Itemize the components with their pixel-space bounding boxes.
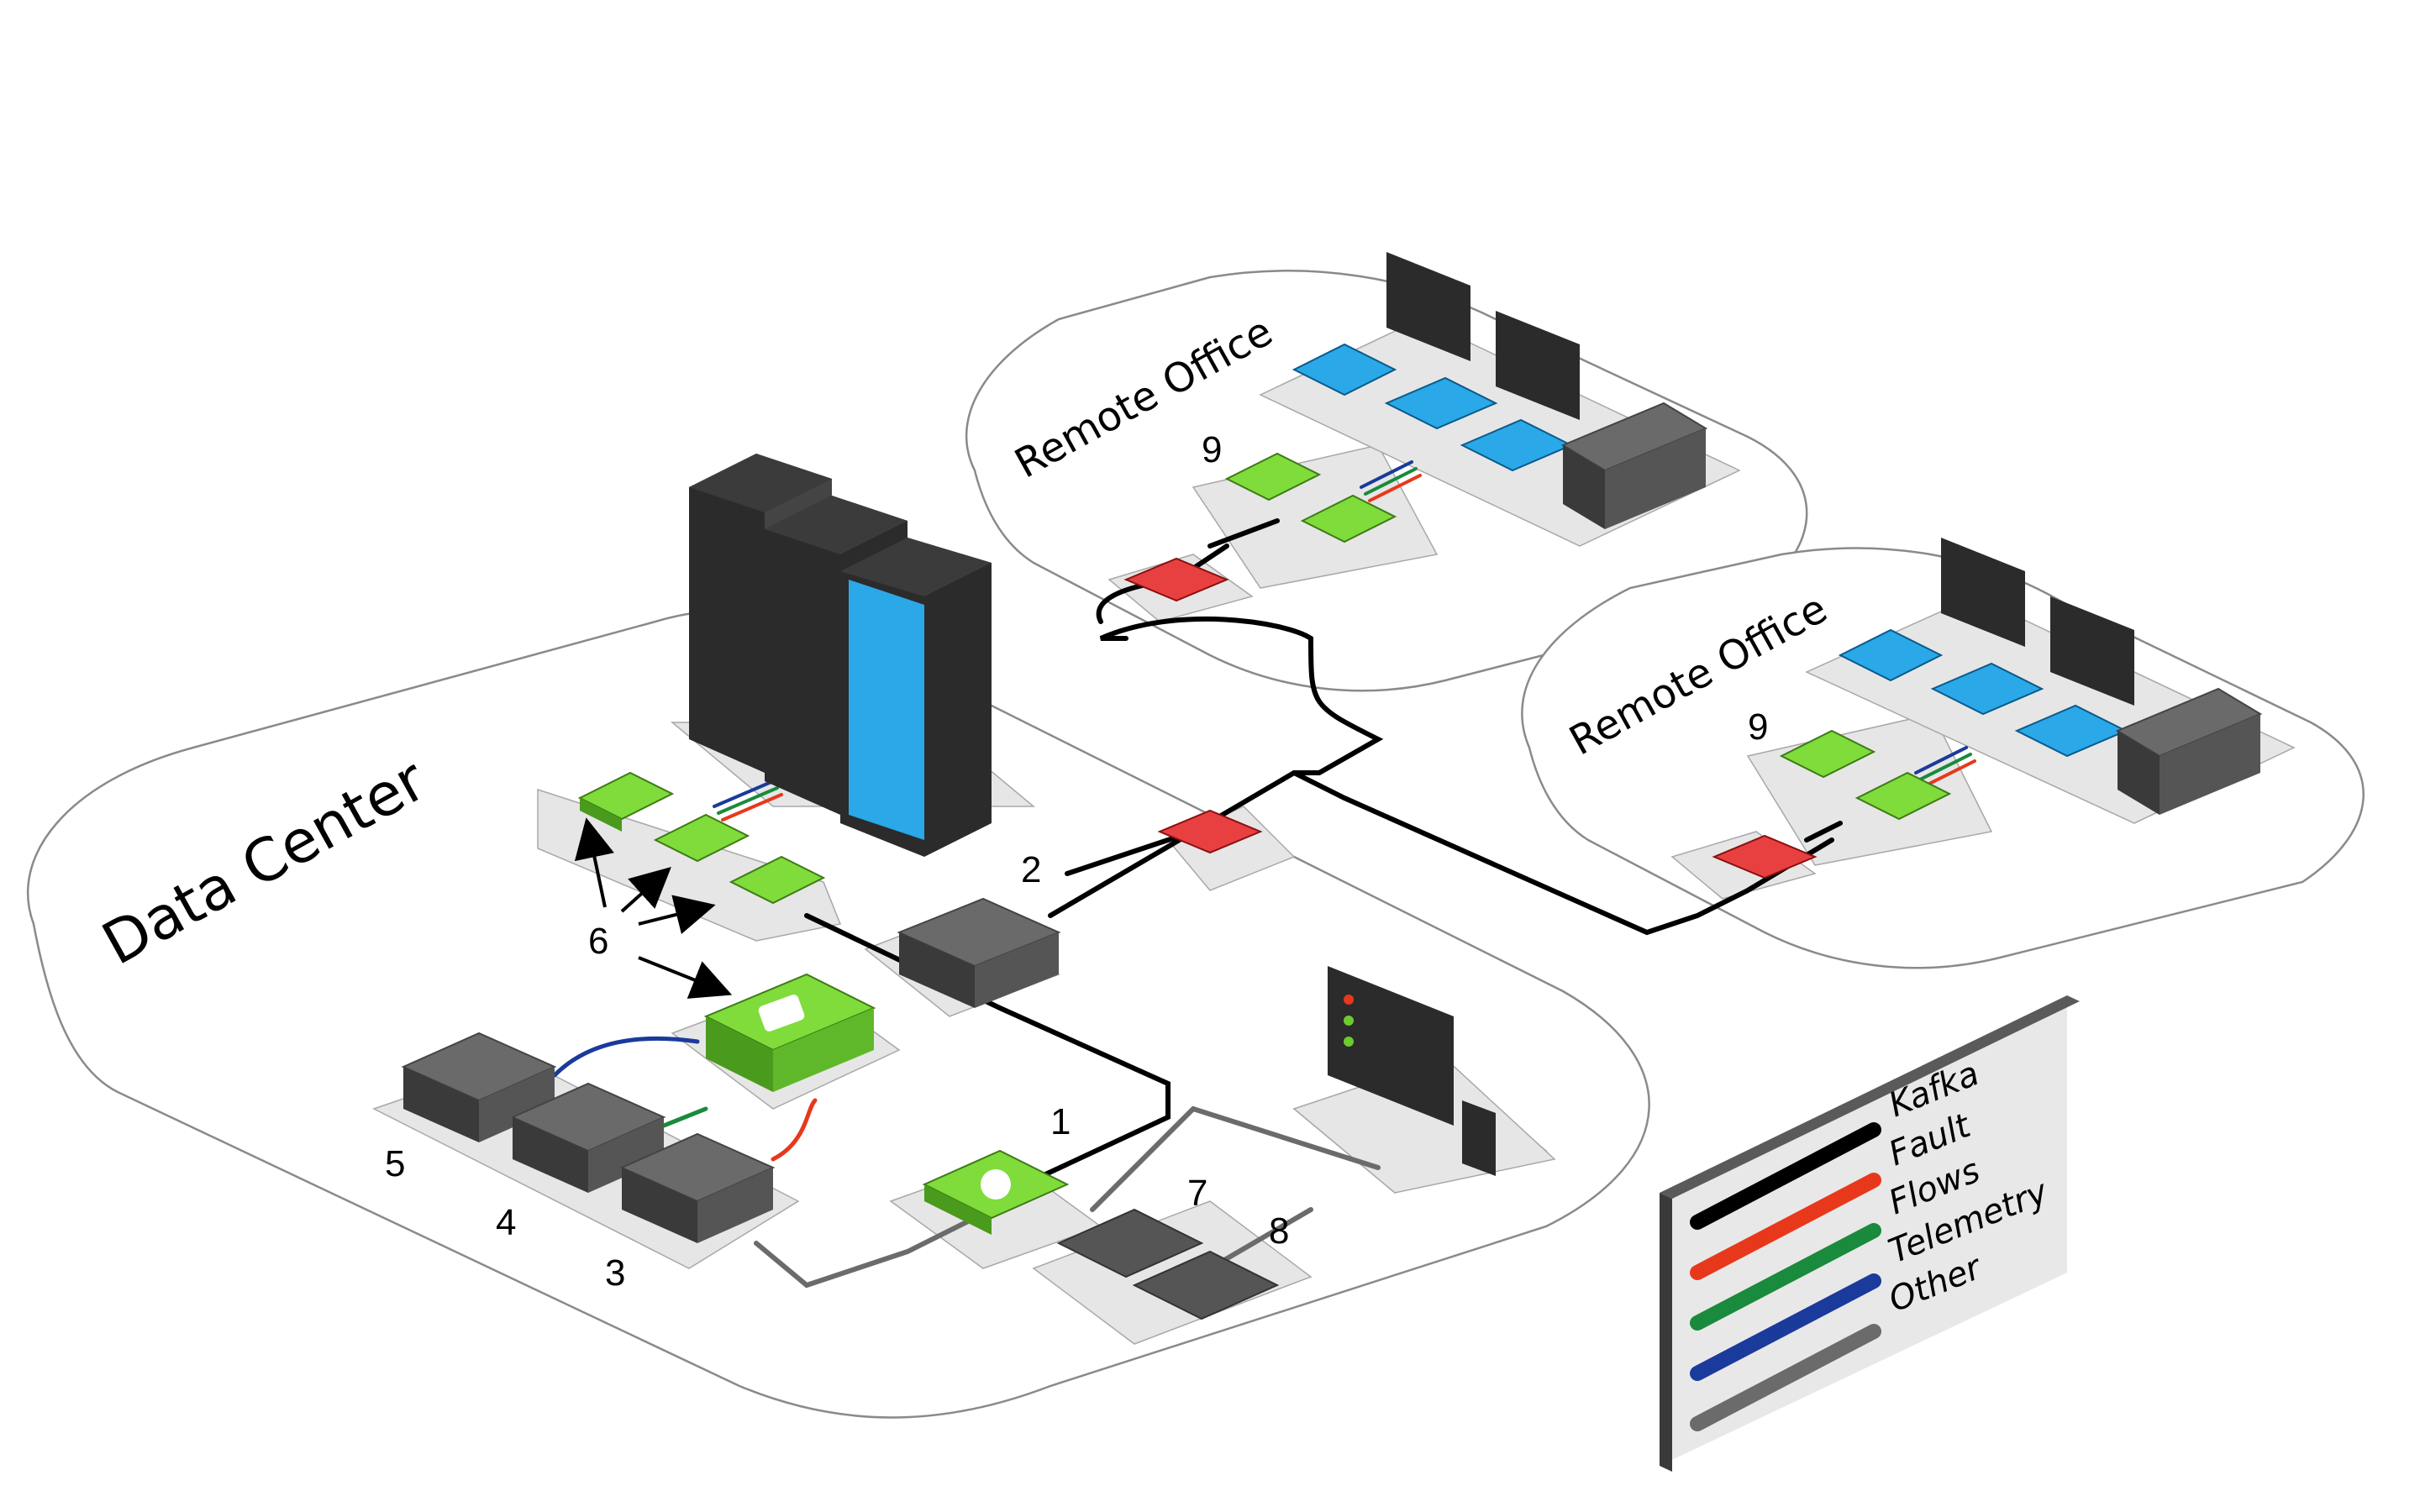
server-rack-icon bbox=[2115, 687, 2263, 815]
callout-2: 2 bbox=[1021, 849, 1041, 890]
legend-swatch-flows bbox=[1690, 1223, 1881, 1331]
callout-arrows bbox=[574, 817, 733, 999]
callout-5: 5 bbox=[385, 1143, 405, 1184]
elasticsearch-icon bbox=[510, 1082, 666, 1193]
router-icon bbox=[1930, 662, 2044, 716]
callout-9-office-2: 9 bbox=[1748, 706, 1768, 748]
minion-icon bbox=[1224, 452, 1397, 543]
cassandra-icon bbox=[401, 1032, 557, 1142]
callout-3: 3 bbox=[605, 1252, 625, 1294]
server-rack-icon bbox=[1560, 402, 1708, 529]
connections bbox=[552, 460, 1976, 1289]
postgresql-icon bbox=[619, 1132, 776, 1243]
kafka-broker-icon bbox=[897, 897, 1061, 1008]
legend-swatch-kafka bbox=[1690, 1122, 1881, 1230]
minion-icon bbox=[1779, 729, 1952, 821]
callout-8: 8 bbox=[1269, 1210, 1289, 1252]
legend-swatch-telemetry bbox=[1690, 1273, 1881, 1381]
monitor-icon bbox=[1941, 538, 2134, 706]
monitor-icon bbox=[1386, 252, 1580, 420]
callout-9-office-1: 9 bbox=[1202, 429, 1222, 470]
callout-6: 6 bbox=[588, 921, 608, 962]
switch-icon bbox=[703, 973, 876, 1092]
legend-swatch-other bbox=[1690, 1324, 1881, 1431]
callout-1: 1 bbox=[1050, 1101, 1071, 1142]
smartphone-icon bbox=[1462, 1100, 1496, 1176]
server-rack-icon bbox=[840, 538, 992, 857]
callout-4: 4 bbox=[496, 1202, 516, 1243]
dashboard-icon bbox=[1328, 966, 1454, 1126]
callout-7: 7 bbox=[1187, 1173, 1207, 1214]
firewall-icon bbox=[1123, 557, 1818, 879]
minion-icon bbox=[577, 771, 826, 905]
grafana-icon bbox=[1056, 1208, 1204, 1278]
wireless-ap-icon bbox=[1838, 628, 1944, 682]
wireless-ap-icon bbox=[1292, 343, 1397, 396]
opennms-icon bbox=[922, 1149, 1070, 1235]
legend-swatch-fault bbox=[1690, 1173, 1881, 1280]
kibana-icon bbox=[1132, 1250, 1280, 1320]
router-icon bbox=[1384, 376, 1498, 430]
